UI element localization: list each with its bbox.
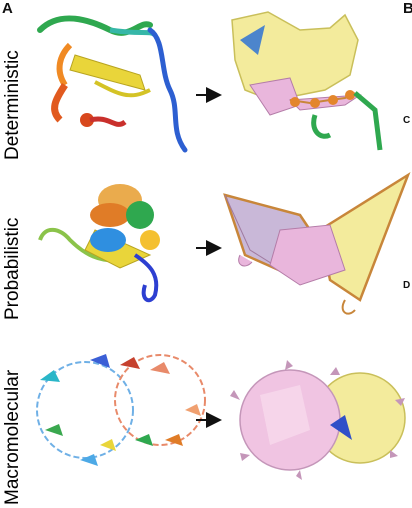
edge-mark-c: C	[403, 115, 411, 126]
edge-mark-b: B	[403, 0, 412, 17]
hull-deterministic	[231, 11, 383, 151]
protein-ribbon-deterministic	[37, 15, 188, 153]
protein-ribbon-probabilistic	[38, 184, 160, 303]
hull-probabilistic	[223, 171, 411, 315]
edge-mark-d: D	[403, 280, 411, 291]
ring-assembly	[36, 354, 206, 466]
hull-macromolecular	[230, 360, 406, 480]
panel-letter: A	[2, 0, 13, 17]
